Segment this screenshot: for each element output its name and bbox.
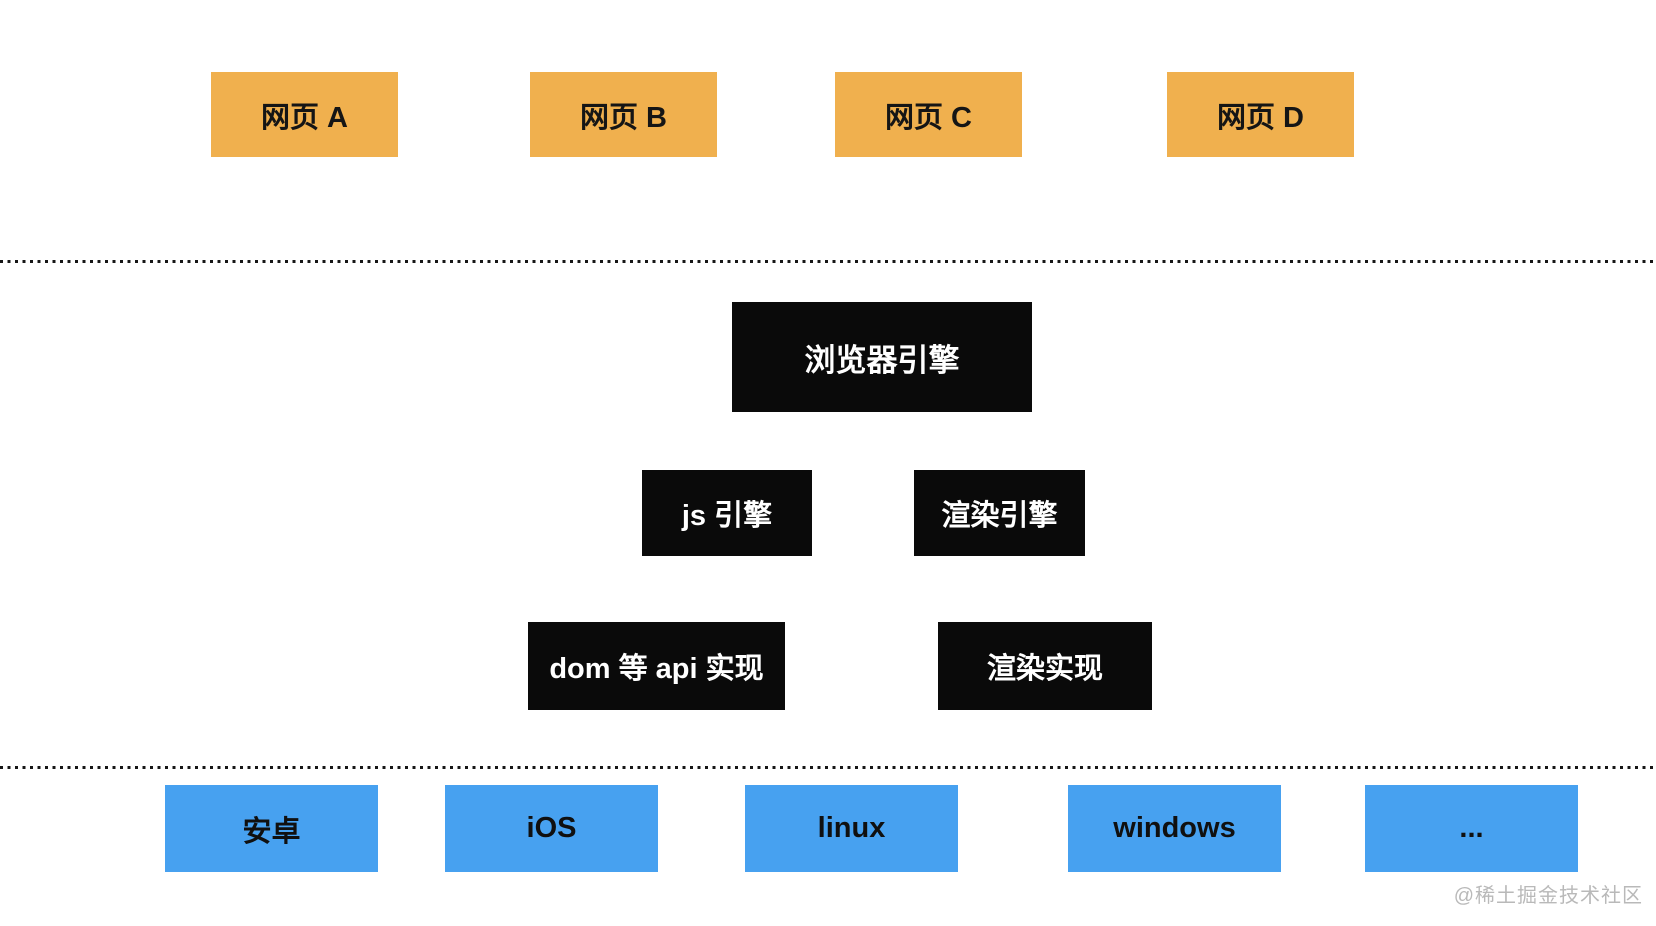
webpage-b-box: 网页 B (530, 72, 717, 157)
separator-dotted-top (0, 260, 1656, 263)
os-android-box: 安卓 (165, 785, 378, 872)
juejin-watermark: @稀土掘金技术社区 (1453, 885, 1643, 907)
render-impl-box: 渲染实现 (938, 622, 1152, 710)
dom-api-impl-box: dom 等 api 实现 (528, 622, 785, 710)
render-engine-box: 渲染引擎 (914, 470, 1085, 556)
browser-engine-box: 浏览器引擎 (732, 302, 1032, 412)
webpage-d-box: 网页 D (1167, 72, 1354, 157)
os-windows-box: windows (1068, 785, 1281, 872)
webpage-c-box: 网页 C (835, 72, 1022, 157)
os-more-box: ... (1365, 785, 1578, 872)
js-engine-box: js 引擎 (642, 470, 812, 556)
separator-dotted-bottom (0, 766, 1656, 769)
os-linux-box: linux (745, 785, 958, 872)
webpage-a-box: 网页 A (211, 72, 398, 157)
os-ios-box: iOS (445, 785, 658, 872)
